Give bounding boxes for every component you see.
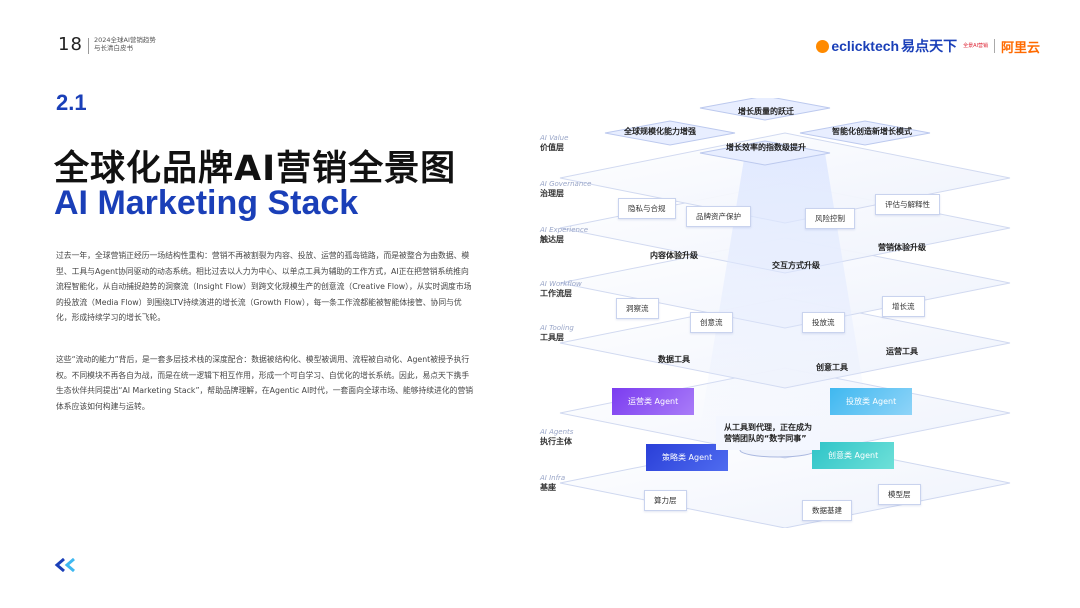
media-agent-card: 投放类 Agent [830,388,913,415]
body-paragraph-1: 过去一年，全球营销正经历一场结构性重构：营销不再被割裂为内容、投放、运营的孤岛链… [56,251,472,322]
eclicktech-logo-icon [816,40,830,53]
chevron-logo-icon [54,558,75,572]
tooling-label: 数据工具 [658,355,690,364]
workflow-chip: 增长流 [882,296,925,317]
governance-chip: 品牌资产保护 [686,206,751,227]
governance-chip: 隐私与合规 [618,198,676,219]
brand-tag: 全景AI营销 [963,43,988,49]
value-cubes [604,98,931,166]
experience-label: 内容体验升级 [650,251,698,260]
tooling-label: 运营工具 [886,347,918,356]
page-title-en: AI Marketing Stack [54,184,359,222]
governance-chip: 评估与解释性 [875,194,940,215]
agents-caption-line1: 从工具到代理，正在成为 [724,423,812,432]
experience-label: 交互方式升级 [772,261,820,270]
agents-caption-line2: 营销团队的“数字同事” [724,434,807,443]
value-label-right: 智能化创造新增长模式 [832,127,912,136]
value-label-left: 全球规模化能力增强 [624,127,696,136]
stack-layers-graphic [559,98,1011,528]
body-paragraph-2: 这些“流动的能力”背后，是一套多层技术栈的深度配合：数据被结构化、模型被调用、流… [56,355,474,411]
report-subtitle-line2: 与长清白皮书 [94,44,133,52]
report-subtitle: 2024全球AI营销趋势 与长清白皮书 [94,36,156,52]
page-number: 18 [58,34,83,55]
aliyun-logo: 阿里云 [1000,40,1040,56]
workflow-chip: 创意流 [690,312,733,333]
ops-agent-card: 运营类 Agent [612,388,695,415]
page-title-cn: 全球化品牌AI营销全景图 [54,149,457,189]
value-label-top: 增长质量的跃迁 [738,107,794,116]
section-number: 2.1 [56,90,87,115]
strategy-agent-card: 策略类 Agent [646,444,729,471]
workflow-chip: 洞察流 [616,298,659,319]
governance-chip: 风险控制 [805,208,855,229]
infra-chip: 数据基建 [802,500,852,521]
infra-chip: 算力层 [644,490,687,511]
tooling-label: 创意工具 [816,363,848,372]
brand-separator [993,39,995,53]
creative-agent-card: 创意类 Agent [812,442,895,469]
experience-label: 营销体验升级 [878,243,926,252]
header-divider [88,38,89,54]
value-label-bottom: 增长效率的指数级提升 [726,143,806,152]
agents-caption: 从工具到代理，正在成为 营销团队的“数字同事” [716,416,820,450]
infra-chip: 模型层 [878,484,921,505]
workflow-chip: 投放流 [802,312,845,333]
report-subtitle-line1: 2024全球AI营销趋势 [94,36,156,44]
